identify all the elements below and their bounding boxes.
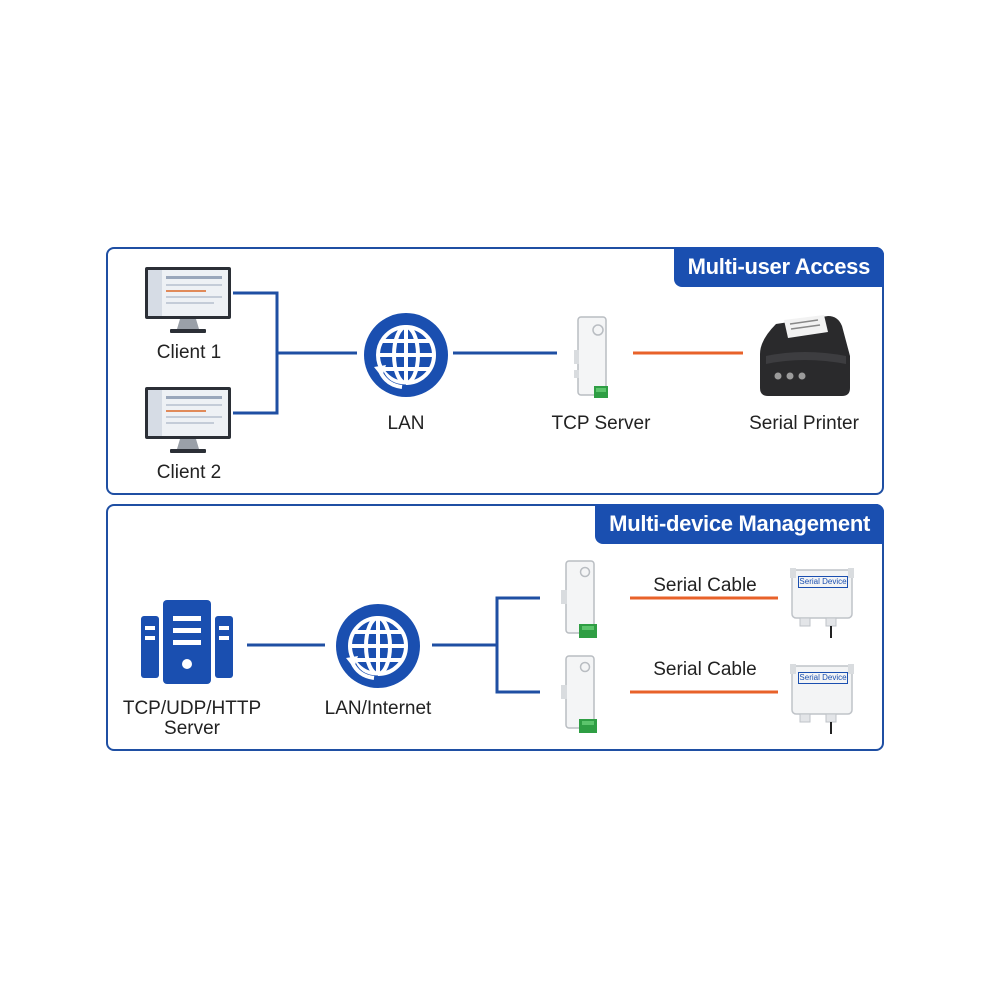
printer-icon [760,315,850,396]
lan-internet-label: LAN/Internet [324,698,432,719]
link-branch [495,596,540,694]
panel-title: Multi-user Access [673,247,884,287]
multi-device-management-panel: Multi-device Management [106,504,884,751]
serial-server-module-icon [574,316,608,398]
serial-device-2: Serial Device [790,662,854,736]
globe-icon [364,313,448,397]
globe-icon [336,604,420,688]
server-icon [141,600,233,684]
serial-device-1: Serial Device [790,566,854,640]
monitor-icon [145,387,231,453]
serial-cable-label-1: Serial Cable [653,575,757,596]
serial-device-label: Serial Device [798,672,848,684]
serial-cable-label-2: Serial Cable [653,659,757,680]
server-label-line2: Server [164,718,220,739]
sensor-enclosure-icon [790,664,854,734]
tcp-server-label: TCP Server [551,413,651,434]
serial-server-module-icon [561,560,597,638]
server-label-line1: TCP/UDP/HTTP [122,698,262,719]
monitor-icon [145,267,231,333]
serial-printer-label: Serial Printer [749,413,859,434]
serial-server-module-icon [561,655,597,733]
panel-title: Multi-device Management [595,504,884,544]
client2-label: Client 2 [156,462,222,483]
multi-user-access-panel: Multi-user Access [106,247,884,495]
serial-device-label: Serial Device [798,576,848,588]
sensor-enclosure-icon [790,568,854,638]
lan-label: LAN [387,413,425,434]
client1-label: Client 1 [156,342,222,363]
